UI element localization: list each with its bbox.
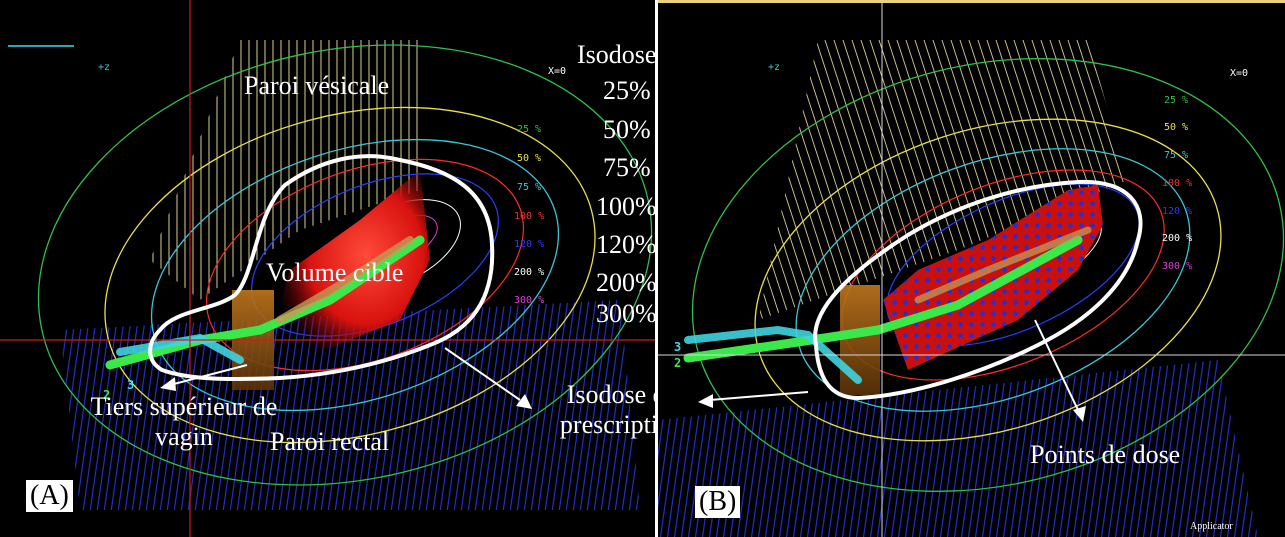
arrow-prescription-a-line (444, 347, 521, 401)
bladder-wall-structure (150, 40, 420, 300)
isodose-legend-300: 300% (596, 299, 655, 328)
isodose-legend-200: 200% (596, 268, 655, 297)
plan-legend-75: 75 % (517, 182, 542, 193)
bladder-wall-structure (758, 40, 1128, 320)
label-dose-points: Points de dose (1030, 440, 1181, 469)
plan-legend-200: 200 % (1162, 233, 1193, 244)
isodose-50-line (754, 118, 1222, 442)
plan-legend-50: 50 % (1164, 122, 1189, 133)
label-prescription-line2: prescription (559, 410, 655, 439)
isodose-legend-100: 100% (596, 192, 655, 221)
plan-legend-50: 50 % (517, 153, 542, 164)
label-upper-vagina-line1: Tiers supérieur de (90, 392, 278, 421)
arrow-prescription-b-head (698, 394, 713, 408)
plan-legend-25: 25 % (1164, 95, 1189, 106)
catheter-3 (116, 333, 244, 364)
arrow-vagina-head (160, 377, 176, 391)
catheter-tandem (276, 236, 414, 324)
catheter-2 (105, 235, 425, 370)
dose-points-volume (883, 185, 1103, 370)
isodose-75-line (795, 148, 1191, 412)
plan-legend-120: 120 % (1162, 206, 1193, 217)
prescription-isodose-line (813, 179, 1143, 401)
plan-legend-100: 100 % (514, 211, 545, 222)
catheter-tandem (914, 226, 1092, 304)
arrow-dose-points-head (1073, 406, 1086, 422)
rectum-wall-structure (658, 360, 1258, 537)
catheter-2 (683, 235, 1083, 363)
isodose-legend-50: 50% (603, 115, 651, 144)
plan-legend-120: 120 % (514, 239, 545, 250)
panel-a-letter: (A) (26, 480, 73, 512)
label-upper-vagina-line2: vagin (155, 422, 213, 451)
catheter-3-label: 3 (674, 340, 682, 354)
plan-legend-300: 300 % (514, 295, 545, 306)
arrow-prescription-b-line (709, 391, 809, 401)
label-prescription-isodose: Isodose de prescription (547, 380, 655, 440)
catheter-2-label: 2 (674, 356, 682, 370)
panel-b-image: +z X=0 25 % 50 % 75 % 100 % 120 % 200 % … (658, 0, 1285, 537)
arrow-vagina-line (169, 364, 248, 386)
panel-b-top-border (658, 0, 1285, 3)
isodose-120-line (886, 183, 1140, 347)
plan-legend-75: 75 % (1164, 150, 1189, 161)
arrow-dose-points-line (1034, 319, 1079, 411)
plan-legend-300: 300 % (1162, 261, 1193, 272)
plan-legend-200: 200 % (514, 267, 545, 278)
isodose-legend-25: 25% (603, 76, 651, 105)
catheter-2-label: 2 (103, 388, 111, 402)
catheter-3-label: 3 (127, 378, 135, 392)
panel-a-image: +z X=0 25 % 50 % 75 % 100 % 120 % 200 % … (0, 0, 655, 537)
plan-legend-100: 100 % (1162, 178, 1193, 189)
label-bladder-wall: Paroi vésicale (244, 71, 390, 100)
panel-b-letter: (B) (695, 486, 741, 518)
catheter-3 (684, 325, 862, 384)
label-prescription-line1: Isodose de (566, 380, 655, 409)
axis-z-label: +z (98, 62, 111, 73)
isodose-legend-120: 120% (596, 230, 655, 259)
label-upper-vagina: Tiers supérieur de vagin (66, 392, 302, 452)
prescription-isodose-line (148, 154, 495, 382)
isodose-legend-75: 75% (603, 153, 651, 182)
isodose-25-line (37, 44, 653, 486)
isodose-legend-title: Isodose, (577, 40, 655, 69)
plan-legend-25: 25 % (517, 124, 542, 135)
axis-x-label: X=0 (1230, 68, 1249, 79)
isodose-100-line (205, 158, 525, 372)
isodose-25-line (691, 58, 1285, 492)
label-target-volume: Volume cible (266, 258, 404, 287)
axis-x-label: X=0 (548, 66, 567, 77)
panel-b-dose-scene (658, 0, 1285, 537)
applicator-footer: Applicator (1190, 521, 1233, 532)
panel-a-dose-scene (0, 0, 655, 537)
axis-z-label: +z (768, 62, 781, 73)
label-rectal-wall: Paroi rectal (270, 427, 390, 456)
arrow-prescription-a-head (516, 394, 532, 409)
